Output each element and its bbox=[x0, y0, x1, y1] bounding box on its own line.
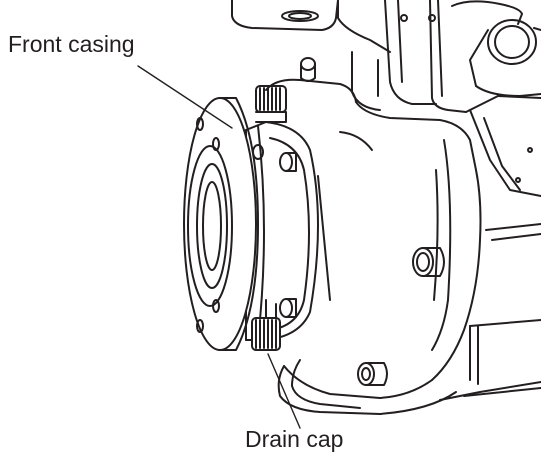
drain-cap-label: Drain cap bbox=[245, 426, 344, 452]
front-casing-leader bbox=[137, 65, 233, 129]
top-knurled-cap bbox=[255, 85, 287, 123]
casing-bolts bbox=[252, 57, 445, 386]
front-casing-label: Front casing bbox=[8, 31, 135, 57]
motor-bracket bbox=[384, 0, 541, 113]
drain-cap-leader bbox=[267, 353, 301, 429]
leader-lines bbox=[137, 65, 301, 429]
pump-casing bbox=[265, 78, 482, 415]
drain-cap bbox=[251, 299, 281, 351]
front-flange bbox=[183, 97, 259, 351]
support-frame bbox=[439, 109, 541, 401]
top-outlet bbox=[231, 0, 391, 111]
